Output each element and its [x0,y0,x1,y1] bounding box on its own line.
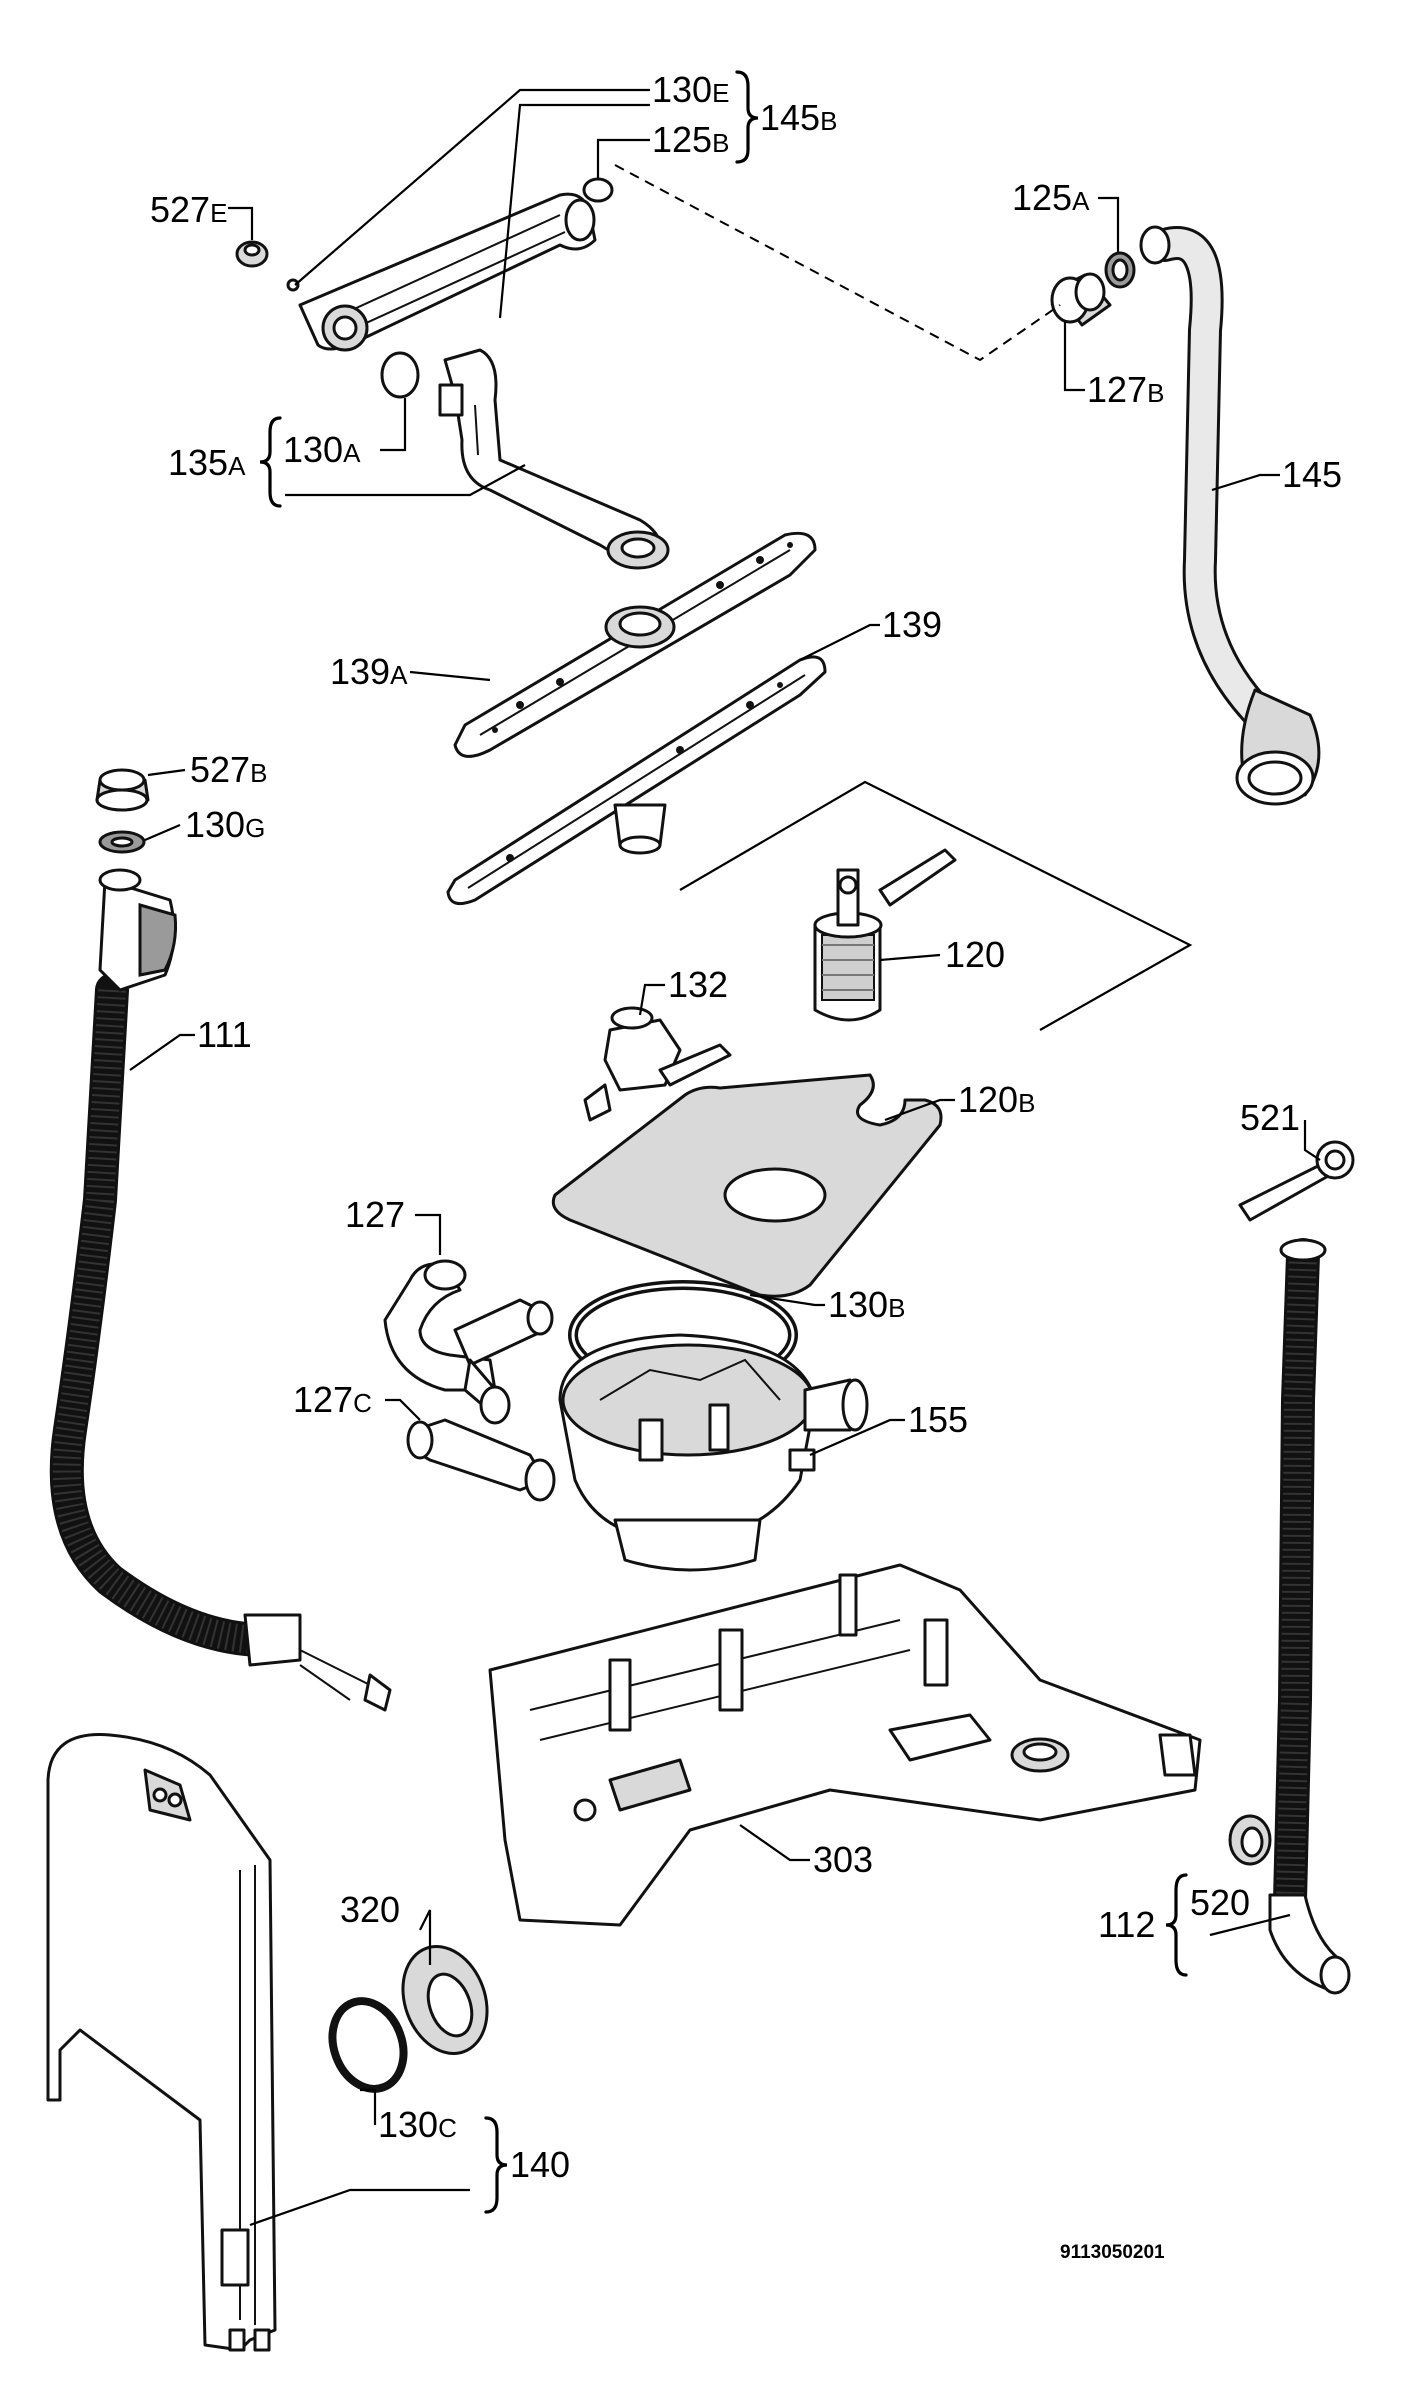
part-ring-130c [328,1997,408,2093]
part-clip-521 [1238,1140,1355,1222]
part-sump-155 [558,1333,869,1572]
part-seal-125a-hole [1111,258,1129,282]
part-labels: 130E 145B 125B 527E 125A 127B 135A 130A … [150,69,1342,2185]
part-washer-130g-hole [110,836,134,848]
label-527e: 527E [150,189,227,230]
filter-group-bracket [679,780,1193,1031]
part-softener-140 [46,1733,277,2352]
part-oring-130a [380,351,420,399]
label-130e: 130E [652,69,729,110]
part-clip-520 [1228,1814,1272,1866]
part-132 [583,1006,732,1122]
label-132: 132 [668,964,728,1005]
part-middle-pipe-135a [438,348,670,570]
connection-dashed-line [614,164,1061,362]
label-135a: 135A [168,442,246,483]
label-127b: 127B [1087,369,1164,410]
part-drain-hose-112 [1268,1238,1351,1995]
part-filter-plate-120b [551,1073,943,1298]
part-nut-527b [95,768,150,812]
label-139a: 139A [330,651,408,692]
part-hose-127c [406,1418,556,1502]
drawing-number: 9113050201 [1060,2242,1165,2263]
part-hose-127 [383,1259,554,1425]
label-521: 521 [1240,1097,1300,1138]
part-connector-127b [1050,272,1112,327]
part-oring-small [286,278,300,292]
part-spray-arm-139a [453,531,817,758]
label-127c: 127C [293,1379,372,1420]
label-140: 140 [510,2144,570,2185]
part-inlet-hose-111 [49,868,392,1712]
label-130a: 130A [283,429,361,470]
label-130g: 130G [185,804,265,845]
part-hose-145 [1139,225,1321,806]
braces [259,70,1188,2214]
label-139: 139 [882,604,942,645]
label-520: 520 [1190,1882,1250,1923]
label-112: 112 [1098,1904,1155,1945]
part-nut-527e [235,240,269,268]
leader-lines [129,88,1321,2227]
label-527b: 527B [190,749,267,790]
label-155: 155 [908,1399,968,1440]
label-120b: 120B [958,1079,1035,1120]
part-seal-125b [582,177,614,203]
label-145: 145 [1282,454,1342,495]
label-125b: 125B [652,119,729,160]
part-upper-spray-pipe [298,192,597,352]
part-spray-arm-139 [446,655,827,906]
label-145b: 145B [760,97,837,138]
label-127: 127 [345,1194,405,1235]
part-base-frame-303 [488,1563,1202,1927]
label-120: 120 [945,934,1005,975]
part-filter-120 [813,848,957,1022]
part-gasket-320 [401,1945,489,2055]
label-130b: 130B [828,1284,905,1325]
label-303: 303 [813,1839,873,1880]
label-111: 111 [197,1014,252,1055]
label-125a: 125A [1012,177,1090,218]
label-130c: 130C [378,2104,457,2145]
label-320: 320 [340,1889,400,1930]
